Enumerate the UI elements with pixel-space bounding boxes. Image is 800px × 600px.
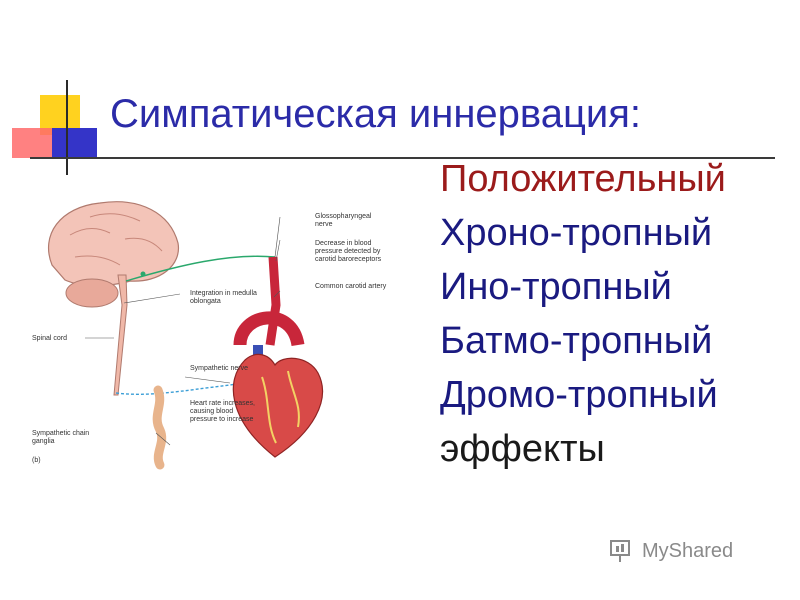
sympathetic-nerve-path (115, 376, 263, 395)
label-integration: Integration in medulla oblongata (190, 290, 257, 305)
leader-lines (85, 216, 281, 446)
watermark: MyShared (608, 538, 733, 564)
brain-folds (69, 213, 163, 266)
effect-inotropic: Ино-тропный (440, 266, 672, 308)
myshared-logo-icon (610, 540, 630, 562)
heart-shape (232, 353, 323, 458)
label-carotid-artery: Common carotid artery (315, 283, 387, 290)
effect-dromotropic: Дромо-тропный (440, 374, 718, 416)
label-chain-ganglia: Sympathetic chain ganglia (32, 430, 90, 445)
cerebellum (65, 278, 119, 308)
watermark-text: MyShared (642, 539, 734, 562)
effects-word: эффекты (440, 428, 605, 470)
label-glossopharyngeal: Glossopharyngeal nerve (315, 213, 372, 228)
carotid-artery (265, 256, 281, 346)
label-spinal-cord: Spinal cord (32, 335, 68, 342)
diagram-illustration (47, 201, 323, 470)
effect-positive: Положительный (440, 158, 726, 200)
effect-bathmotropic: Батмо-тропный (440, 320, 713, 362)
label-decrease-bp: Decrease in blood pressure detected by c… (315, 240, 382, 263)
decor-vertical-line (66, 80, 68, 175)
label-heart-rate: Heart rate increases, causing blood pres… (190, 400, 255, 423)
effect-chronotropic: Хроно-тропный (440, 212, 713, 254)
sympathetic-chain-ganglia (152, 385, 167, 470)
spinal-cord (113, 274, 128, 396)
slide-title: Симпатическая иннервация: (110, 92, 641, 136)
label-panel-b: (b) (32, 457, 41, 464)
title-divider (30, 157, 775, 159)
effects-list: Положительный Хроно-тропный Ино-тропный … (440, 152, 726, 476)
label-sympathetic-nerve: Sympathetic nerve (190, 365, 248, 372)
decor-blue-square (52, 128, 97, 158)
decor-red-square (12, 128, 52, 158)
sympathetic-heart-diagram: Glossopharyngeal nerve Decrease in blood… (30, 195, 390, 475)
coronary-vessels (261, 370, 300, 444)
aorta-arch (233, 311, 305, 347)
